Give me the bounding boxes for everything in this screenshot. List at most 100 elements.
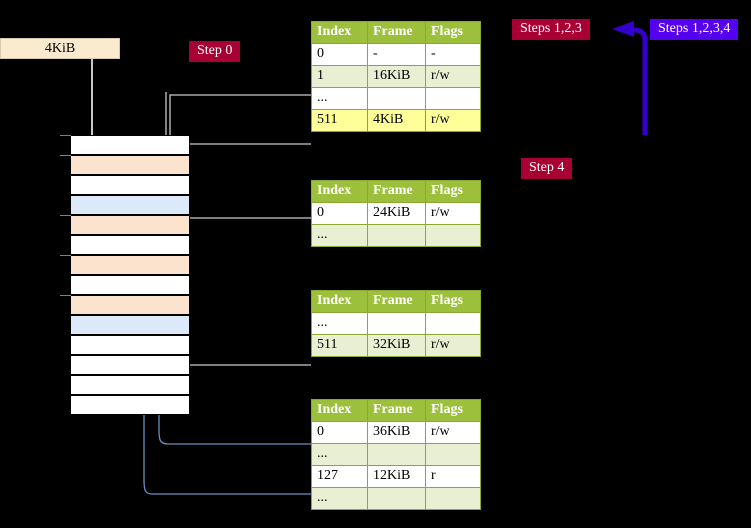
connector-pt-127-to-memory bbox=[143, 479, 311, 495]
cell-flags bbox=[425, 443, 481, 466]
cell-frame: 32KiB bbox=[367, 334, 426, 357]
cell-index: 127 bbox=[311, 465, 368, 488]
cell-frame: 4KiB bbox=[367, 109, 426, 132]
table-row: 0-- bbox=[311, 43, 481, 66]
cell-flags bbox=[425, 87, 481, 110]
memory-row bbox=[70, 275, 190, 295]
memory-row bbox=[70, 255, 190, 275]
table-row: ... bbox=[311, 87, 481, 110]
cell-index: 511 bbox=[311, 109, 368, 132]
col-index: Index bbox=[311, 180, 368, 203]
memory-row bbox=[70, 195, 190, 215]
connector-pd-511-to-memory bbox=[169, 318, 311, 366]
badge-step-0: Step 0 bbox=[189, 41, 241, 62]
cell-flags: r/w bbox=[425, 421, 481, 444]
memory-row bbox=[70, 215, 190, 235]
memory-row-tick bbox=[60, 215, 71, 216]
cell-index: 511 bbox=[311, 334, 368, 357]
badge-steps-123: Steps 1,2,3 bbox=[512, 19, 590, 40]
recursion-arrow bbox=[612, 21, 648, 135]
table-header-row: Index Frame Flags bbox=[311, 399, 481, 422]
col-flags: Flags bbox=[425, 180, 481, 203]
col-frame: Frame bbox=[367, 180, 426, 203]
memory-row bbox=[70, 295, 190, 315]
cell-flags bbox=[425, 487, 481, 510]
cell-index: ... bbox=[311, 443, 368, 466]
memory-column bbox=[70, 135, 190, 415]
memory-row bbox=[70, 135, 190, 155]
cell-frame bbox=[367, 487, 426, 510]
col-index: Index bbox=[311, 21, 368, 44]
cell-index: 0 bbox=[311, 202, 368, 225]
table-row: ... bbox=[311, 443, 481, 466]
cell-flags bbox=[425, 224, 481, 247]
memory-row-tick bbox=[60, 295, 71, 296]
cell-frame: 12KiB bbox=[367, 465, 426, 488]
col-flags: Flags bbox=[425, 399, 481, 422]
col-flags: Flags bbox=[425, 290, 481, 313]
cell-frame: 36KiB bbox=[367, 421, 426, 444]
cell-index: 1 bbox=[311, 65, 368, 88]
cell-frame: - bbox=[367, 43, 426, 66]
memory-row bbox=[70, 375, 190, 395]
col-index: Index bbox=[311, 399, 368, 422]
memory-row-tick bbox=[60, 135, 71, 136]
cell-flags: r/w bbox=[425, 109, 481, 132]
cell-frame bbox=[367, 312, 426, 335]
connector-pdpt-0-to-memory bbox=[176, 217, 311, 237]
memory-row-tick bbox=[60, 155, 71, 156]
badge-steps-1234: Steps 1,2,3,4 bbox=[650, 19, 739, 40]
memory-row bbox=[70, 235, 190, 255]
connector-pt-0-to-memory bbox=[158, 429, 311, 445]
cell-flags: r bbox=[425, 465, 481, 488]
memory-row bbox=[70, 395, 190, 415]
cell-flags: r/w bbox=[425, 202, 481, 225]
memory-row bbox=[70, 355, 190, 375]
memory-row bbox=[70, 335, 190, 355]
memory-row bbox=[70, 175, 190, 195]
col-frame: Frame bbox=[367, 290, 426, 313]
size-label: 4KiB bbox=[0, 38, 120, 59]
cell-index: ... bbox=[311, 487, 368, 510]
table-header-row: Index Frame Flags bbox=[311, 180, 481, 203]
table-header-row: Index Frame Flags bbox=[311, 21, 481, 44]
table-row: ... bbox=[311, 487, 481, 510]
cell-frame bbox=[367, 87, 426, 110]
connector-pml4-511-to-memory bbox=[169, 94, 311, 145]
cell-index: 0 bbox=[311, 421, 368, 444]
table-row: ... bbox=[311, 312, 481, 335]
cell-index: ... bbox=[311, 224, 368, 247]
col-frame: Frame bbox=[367, 399, 426, 422]
cell-index: ... bbox=[311, 312, 368, 335]
cell-flags: r/w bbox=[425, 334, 481, 357]
cell-frame bbox=[367, 224, 426, 247]
cell-frame bbox=[367, 443, 426, 466]
table-header-row: Index Frame Flags bbox=[311, 290, 481, 313]
cell-flags: r/w bbox=[425, 65, 481, 88]
cell-flags: - bbox=[425, 43, 481, 66]
col-flags: Flags bbox=[425, 21, 481, 44]
memory-row bbox=[70, 155, 190, 175]
table-row: ... bbox=[311, 224, 481, 247]
badge-step-4: Step 4 bbox=[521, 158, 573, 179]
memory-row bbox=[70, 315, 190, 335]
col-index: Index bbox=[311, 290, 368, 313]
memory-row-tick bbox=[60, 255, 71, 256]
cell-flags bbox=[425, 312, 481, 335]
cell-frame: 16KiB bbox=[367, 65, 426, 88]
col-frame: Frame bbox=[367, 21, 426, 44]
cell-index: ... bbox=[311, 87, 368, 110]
